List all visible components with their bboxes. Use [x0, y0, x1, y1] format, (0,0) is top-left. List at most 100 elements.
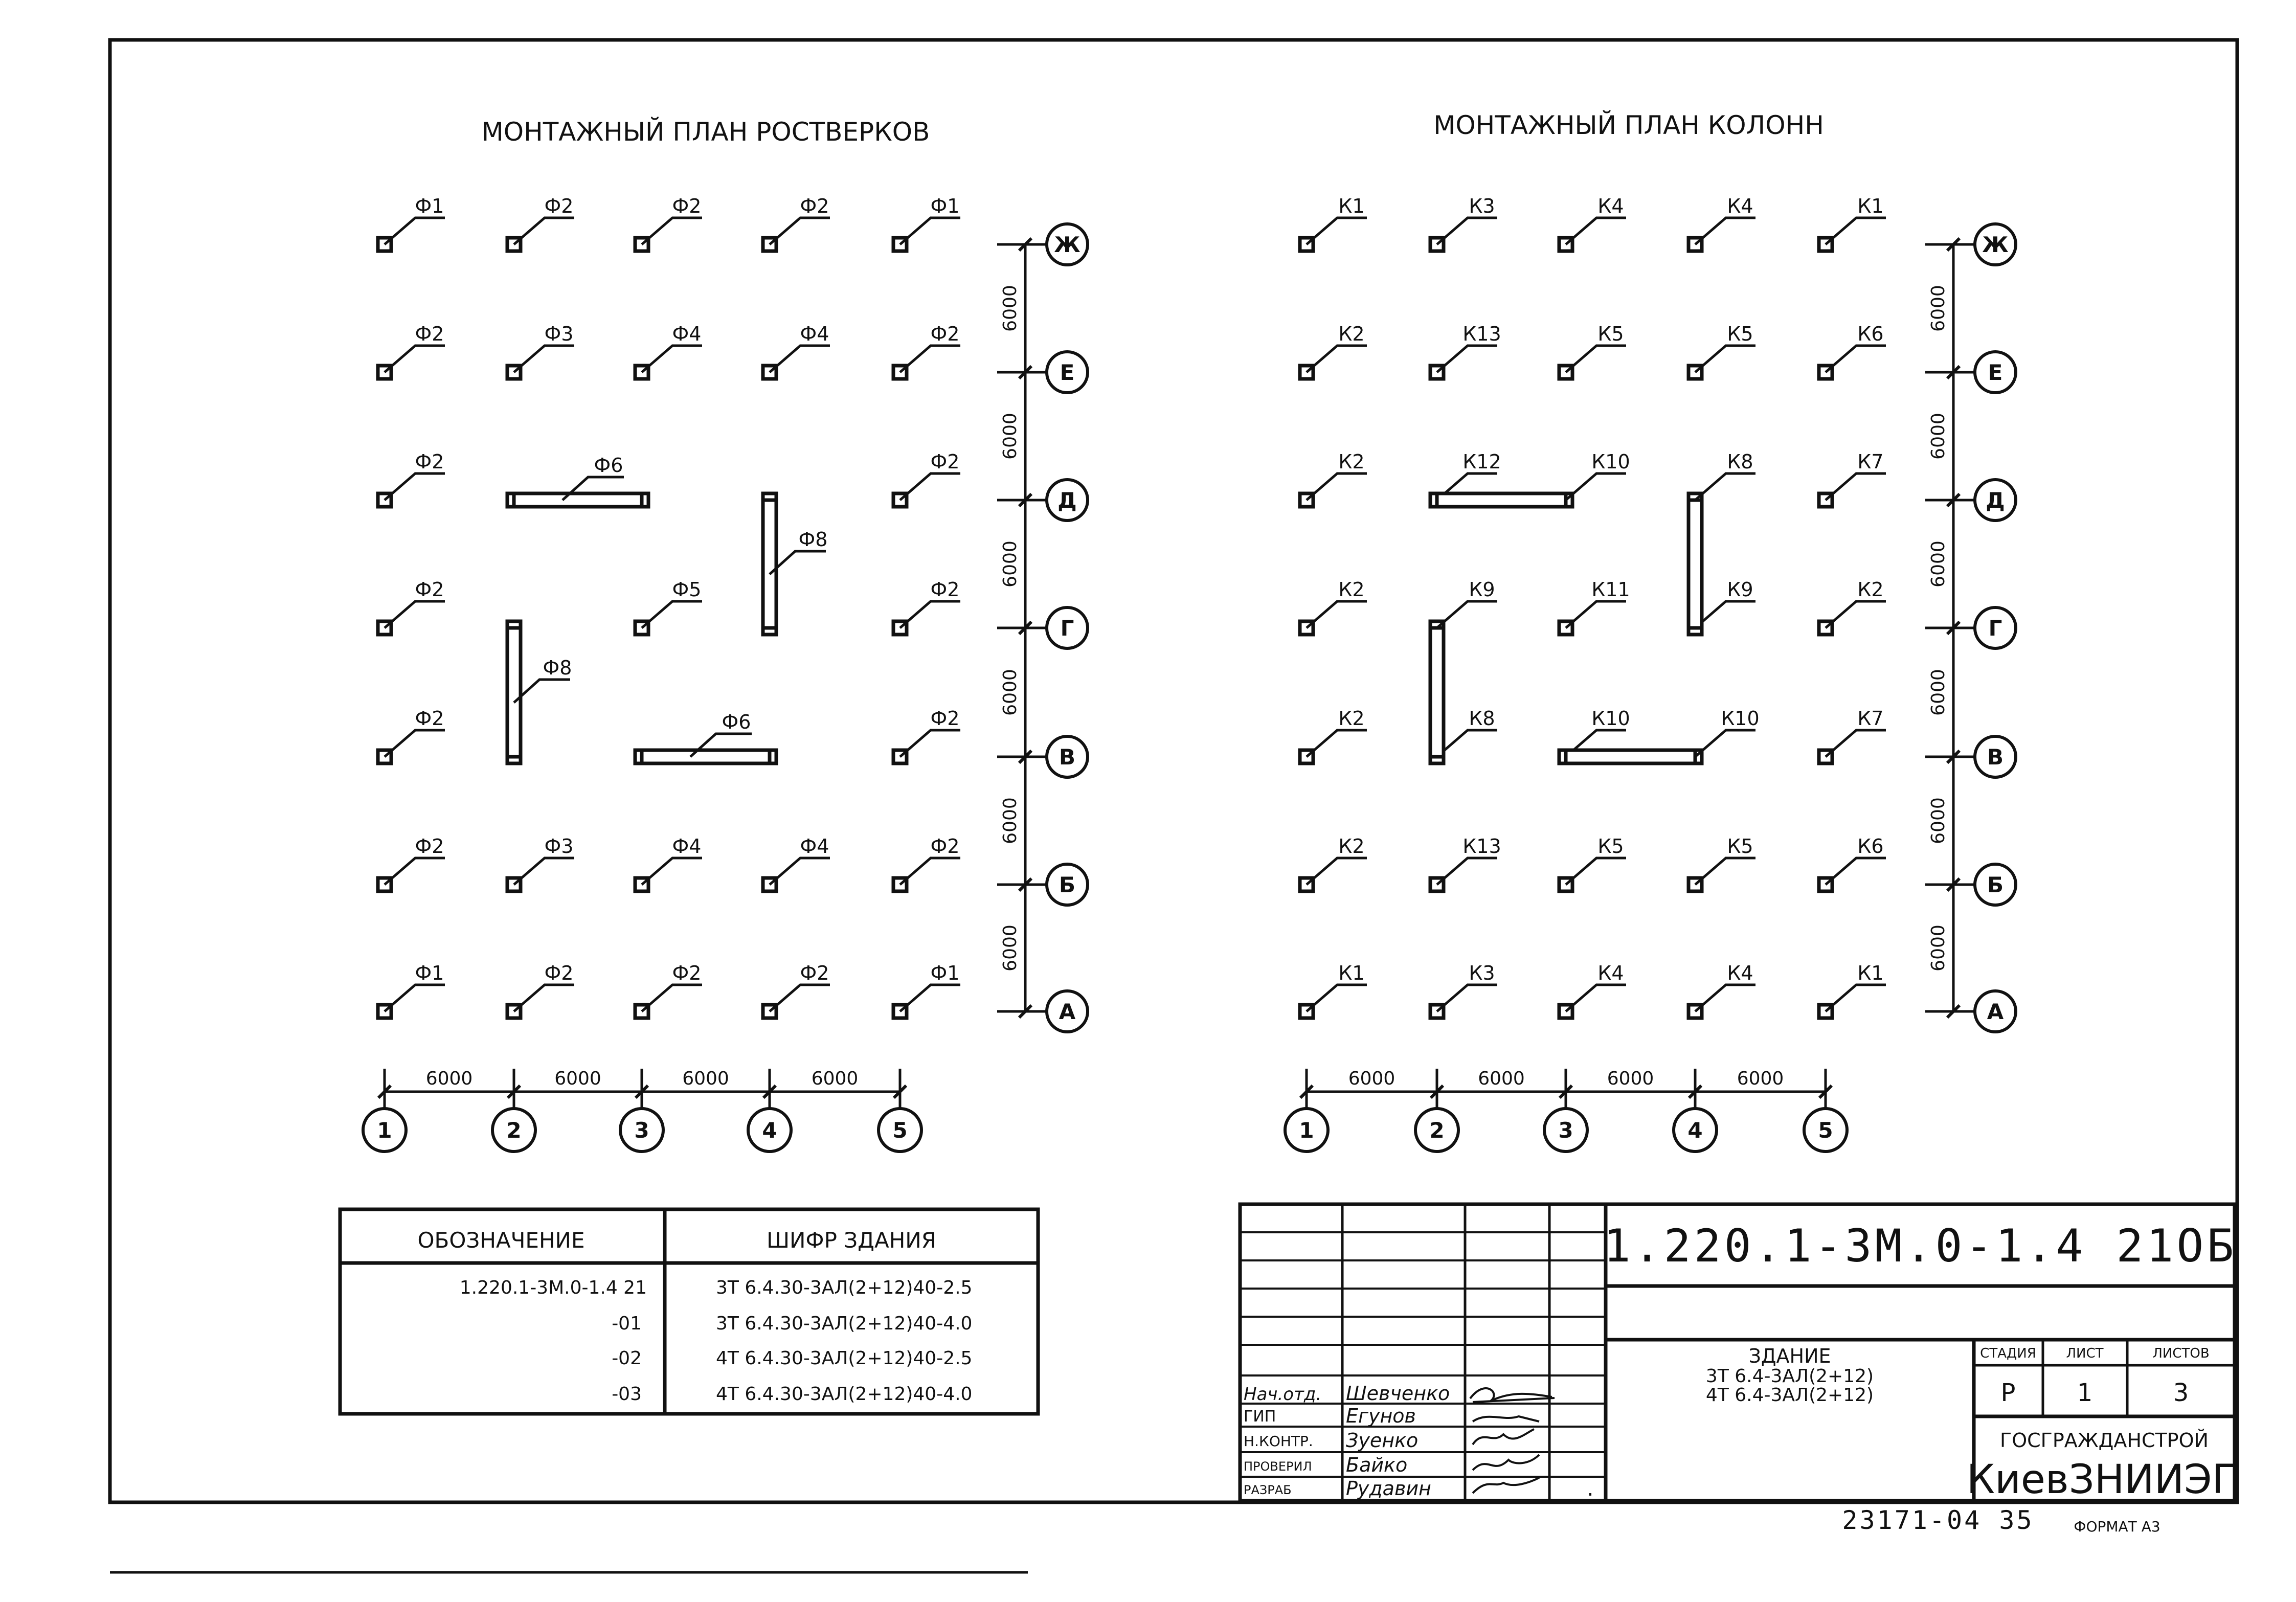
axis-bubble [1973, 863, 2017, 907]
node-label: К4 [1597, 195, 1624, 217]
cipher-cell: 3Т 6.4.30-3АЛ(2+12)40-4.0 [716, 1313, 972, 1334]
axis-number: 3 [1558, 1118, 1573, 1143]
node-label: Ф2 [931, 835, 960, 858]
leader-line [1305, 856, 1367, 886]
node-label: К2 [1338, 578, 1364, 601]
beam [1435, 491, 1568, 509]
node-label: Ф2 [672, 195, 702, 217]
leader-line [641, 983, 702, 1012]
axis-bubble [1672, 1107, 1718, 1153]
dimension-value: 6000 [1000, 540, 1021, 588]
axis-number: 4 [1687, 1118, 1702, 1143]
node-label: Ф2 [415, 578, 444, 601]
axis-number: 2 [506, 1118, 521, 1143]
beam [505, 626, 523, 759]
designation-header: ОБОЗНАЧЕНИЕ [417, 1228, 584, 1253]
dimension-slash [1818, 1084, 1833, 1099]
leader-line [1565, 856, 1626, 886]
node-label: Ф2 [931, 578, 960, 601]
node-label: К1 [1338, 962, 1364, 984]
column-plan-title: МОНТАЖНЫЙ ПЛАН КОЛОНН [1433, 110, 1824, 140]
beam-label: Ф6 [722, 711, 751, 733]
staff-name: Рудавин [1346, 1477, 1431, 1500]
leader-line [641, 344, 702, 373]
node-label: Ф2 [415, 323, 444, 345]
axis-number: 1 [1299, 1118, 1314, 1143]
node-label: Ф2 [415, 450, 444, 473]
dimension-value: 6000 [1737, 1068, 1784, 1089]
roof-plan-title: МОНТАЖНЫЙ ПЛАН РОСТВЕРКОВ [482, 117, 930, 147]
axis-letter: Д [1057, 488, 1076, 513]
dimension-value: 6000 [1000, 413, 1021, 460]
node-label: Ф4 [672, 323, 702, 345]
node-label: К13 [1462, 835, 1501, 858]
leader-line [384, 344, 445, 373]
node-label: К12 [1462, 450, 1501, 473]
leader-line [1436, 729, 1497, 758]
axis-letter: Ж [1982, 232, 2008, 257]
node-marker [1428, 1003, 1446, 1020]
cipher-cell: 4Т 6.4.30-3АЛ(2+12)40-2.5 [716, 1348, 972, 1369]
leader-line [1436, 983, 1497, 1012]
leader-line [1825, 856, 1886, 886]
beam-label: Ф8 [543, 657, 572, 679]
beam [1686, 498, 1704, 630]
axis-bubble [1045, 989, 1089, 1033]
node-label: Ф2 [415, 835, 444, 858]
leader-line [513, 344, 574, 373]
leader-line [769, 856, 830, 886]
leader-line [1825, 344, 1886, 373]
designation-rows: 1.220.1-3М.0-1.4 21 3Т 6.4.30-3АЛ(2+12)4… [460, 1277, 973, 1405]
node-label: К5 [1727, 323, 1753, 345]
node-label: К11 [1591, 578, 1630, 601]
sheet-header: ЛИСТ [2066, 1346, 2103, 1361]
axis-letter: Б [1059, 872, 1075, 897]
leader-line [1305, 729, 1367, 758]
axis-bubble [1973, 735, 2017, 779]
dimension-slash [1018, 1004, 1033, 1019]
leader-line [1565, 983, 1626, 1012]
axis-bubble [1973, 606, 2017, 650]
axis-number: 3 [634, 1118, 649, 1143]
designation-cell: -02 [612, 1348, 642, 1369]
staff-list: Нач.отд. Шевченко ГИП Егунов Н.КОНТР. Зу… [1244, 1382, 1450, 1500]
building-line-1: 3Т 6.4-3АЛ(2+12) [1706, 1366, 1874, 1387]
leader-line [769, 344, 830, 373]
staff-role: РАЗРАБ [1244, 1483, 1292, 1497]
leader-line [899, 856, 960, 886]
cipher-cell: 3Т 6.4.30-3АЛ(2+12)40-2.5 [716, 1277, 972, 1298]
node-label: К2 [1338, 323, 1364, 345]
leader-line [899, 600, 960, 629]
dimension-value: 6000 [1928, 669, 1949, 716]
drawing-code: 1.220.1-3М.0-1.4 21ОБ [1604, 1220, 2237, 1272]
dimension-slash [1946, 877, 1961, 892]
axis-number: 4 [762, 1118, 777, 1143]
node-label: Ф4 [672, 835, 702, 858]
leader-line [1694, 472, 1755, 501]
leader-line [1694, 344, 1755, 373]
dimension-slash [892, 1084, 908, 1099]
leader-line [641, 600, 702, 629]
leader-line [1825, 729, 1886, 758]
dimension-value: 6000 [1000, 797, 1021, 844]
leader-line [1694, 856, 1755, 886]
node-label: Ф1 [415, 962, 444, 984]
leader-line [384, 856, 445, 886]
node-label: Ф4 [800, 323, 829, 345]
block-dot: . [1587, 1477, 1594, 1501]
cipher-cell: 4Т 6.4.30-3АЛ(2+12)40-4.0 [716, 1384, 972, 1405]
leader-line [513, 216, 574, 245]
leader-line [384, 472, 445, 501]
dimension-value: 6000 [554, 1068, 601, 1089]
axis-letter: Б [1987, 872, 2004, 897]
node-label: Ф5 [672, 578, 702, 601]
axis-bubble [1973, 989, 2017, 1033]
axis-letter: Г [1989, 616, 2002, 641]
signatures [1469, 1387, 1555, 1494]
node-label: К1 [1857, 195, 1883, 217]
leader-line [1694, 216, 1755, 245]
axis-letter: Ж [1054, 232, 1080, 257]
axis-bubble [1045, 735, 1089, 779]
axis-bubble [1045, 478, 1089, 522]
